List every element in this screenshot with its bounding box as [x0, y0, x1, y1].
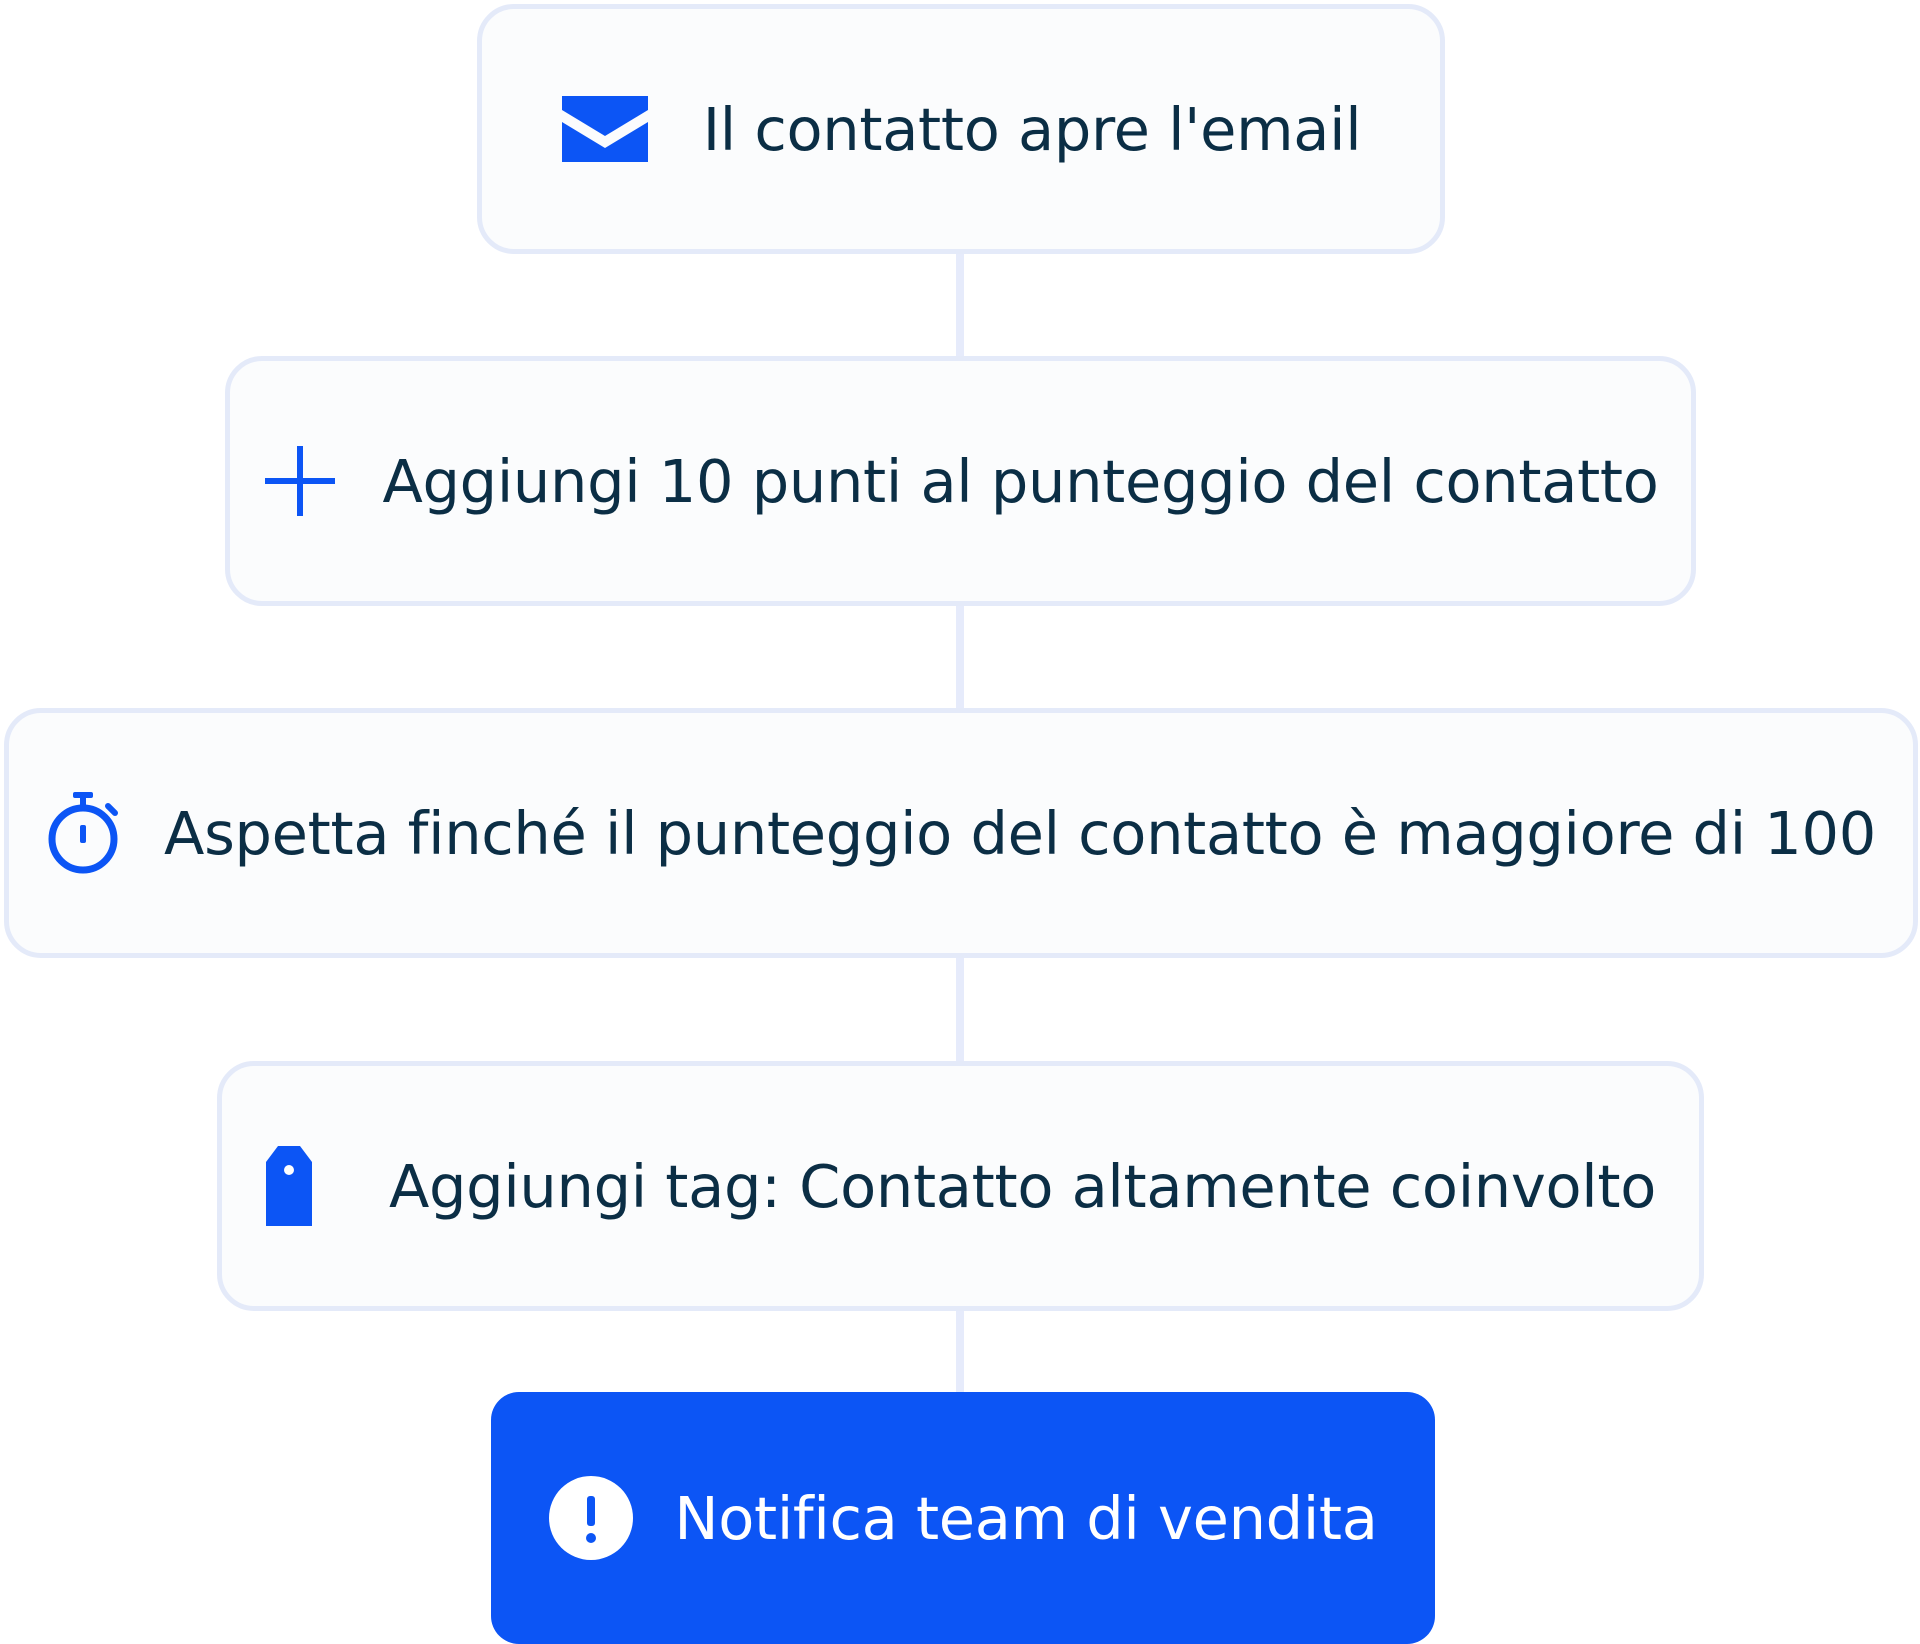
workflow-step-wait-until[interactable]: Aspetta finché il punteggio del contatto… — [4, 708, 1918, 958]
step-label: Aspetta finché il punteggio del contatto… — [164, 798, 1876, 868]
tag-icon — [265, 1146, 313, 1226]
alert-icon — [548, 1476, 634, 1560]
plus-icon — [262, 444, 338, 518]
step-label: Aggiungi tag: Contatto altamente coinvol… — [388, 1151, 1657, 1221]
step-label: Notifica team di vendita — [674, 1483, 1378, 1553]
stopwatch-icon — [46, 792, 120, 874]
workflow-step-notify-sales[interactable]: Notifica team di vendita — [491, 1392, 1435, 1644]
envelope-icon — [561, 96, 649, 162]
step-label: Aggiungi 10 punti al punteggio del conta… — [382, 446, 1659, 516]
step-label: Il contatto apre l'email — [702, 94, 1362, 164]
connector-line — [956, 254, 964, 356]
connector-line — [956, 1311, 964, 1392]
connector-line — [956, 958, 964, 1061]
connector-line — [956, 606, 964, 708]
workflow-step-email-opened[interactable]: Il contatto apre l'email — [477, 4, 1445, 254]
workflow-step-add-tag[interactable]: Aggiungi tag: Contatto altamente coinvol… — [217, 1061, 1704, 1311]
workflow-step-add-score[interactable]: Aggiungi 10 punti al punteggio del conta… — [225, 356, 1696, 606]
